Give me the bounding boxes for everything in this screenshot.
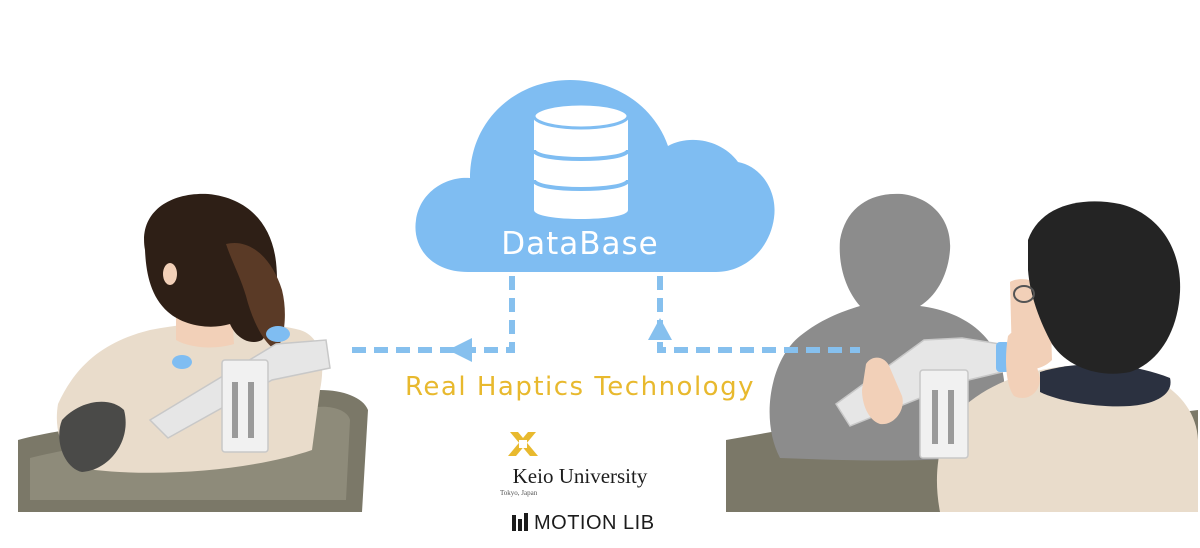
university-location: Tokyo, Japan bbox=[500, 489, 538, 497]
keio-logo-icon bbox=[508, 432, 538, 456]
left-ponytail bbox=[226, 242, 285, 350]
right-device-body bbox=[919, 369, 969, 459]
left-device-body bbox=[221, 359, 269, 453]
left-person bbox=[18, 193, 368, 512]
right-device-slot bbox=[948, 390, 954, 444]
database-label: DataBase bbox=[501, 226, 659, 262]
right-hair bbox=[1028, 201, 1181, 374]
right-hand-right bbox=[1006, 331, 1040, 398]
left-device-joint bbox=[172, 355, 192, 369]
university-name: Keio University bbox=[512, 464, 648, 488]
left-arrow-icon bbox=[448, 338, 472, 362]
left-arm bbox=[59, 401, 126, 472]
left-device-joint bbox=[266, 326, 290, 342]
technology-label: Real Haptics Technology bbox=[405, 372, 755, 402]
left-hair bbox=[144, 193, 278, 343]
right-person bbox=[726, 193, 1198, 512]
connector-right bbox=[657, 276, 860, 353]
glasses-icon bbox=[1013, 285, 1035, 303]
company-name: MOTION LIB bbox=[534, 512, 655, 534]
right-device-slot bbox=[932, 390, 938, 444]
connector-left bbox=[352, 276, 515, 353]
left-device-slot bbox=[248, 382, 254, 438]
right-hand-left bbox=[862, 357, 903, 425]
left-ear bbox=[163, 263, 177, 285]
left-device-slot bbox=[232, 382, 238, 438]
motion-lib-logo-icon bbox=[512, 513, 528, 531]
right-scarf bbox=[1040, 364, 1171, 407]
up-arrow-icon bbox=[648, 318, 672, 340]
database-icon bbox=[532, 102, 630, 219]
